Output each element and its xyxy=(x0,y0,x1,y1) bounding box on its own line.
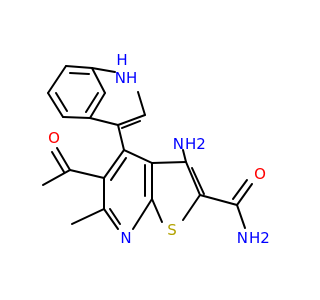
carboxamide-group xyxy=(199,179,253,229)
indole-benzene-ring xyxy=(47,65,106,119)
indole-nh-label: NH xyxy=(115,69,138,87)
thiophene-s-label: S xyxy=(167,221,177,239)
amino-n-label: N xyxy=(173,135,184,153)
pyridine-n-label: N xyxy=(120,229,131,247)
amino-substituent xyxy=(182,149,187,163)
molecule-structure-diagram: H NH N H2 O N H2 O N S xyxy=(42,51,270,247)
methyl-group xyxy=(71,208,105,225)
acetyl-o-label: O xyxy=(48,129,60,147)
pyridine-ring xyxy=(103,149,153,230)
amide-n-label: N xyxy=(237,229,248,247)
acetyl-group xyxy=(42,147,105,186)
amide-h2-label: H2 xyxy=(249,229,270,247)
thiophene-ring xyxy=(151,161,205,223)
amide-o-label: O xyxy=(254,165,266,183)
amino-h2-label: H2 xyxy=(185,135,206,153)
indole-pyrrole-ring xyxy=(89,67,146,151)
indole-nh-h-label: H xyxy=(116,51,127,69)
